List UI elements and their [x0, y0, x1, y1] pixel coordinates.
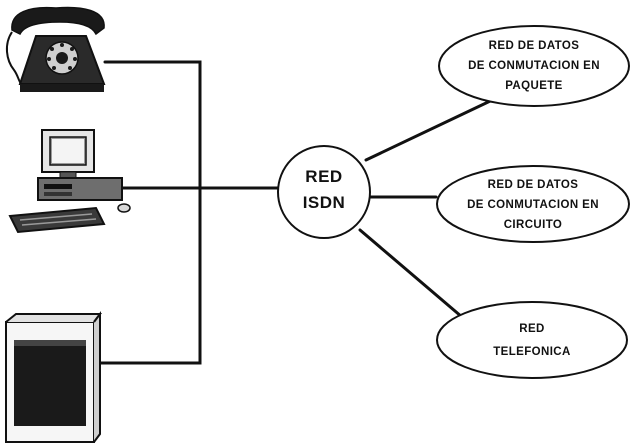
isdn-node-label-1: RED	[305, 167, 342, 186]
circuit-data-network-node: RED DE DATOS DE CONMUTACION EN CIRCUITO	[437, 166, 629, 242]
telephone-network-label-1: RED	[519, 323, 544, 335]
isdn-node-label-2: ISDN	[303, 193, 346, 212]
circuit-network-label-2: DE CONMUTACION EN	[467, 199, 599, 211]
circuit-network-label-1: RED DE DATOS	[488, 179, 579, 191]
telephone-network-node: RED TELEFONICA	[437, 302, 627, 378]
packet-network-label-2: DE CONMUTACION EN	[468, 60, 600, 72]
telephone-network-label-2: TELEFONICA	[493, 346, 570, 358]
isdn-node: RED ISDN	[278, 146, 370, 238]
telephone-network-link	[360, 230, 462, 317]
telephone-icon	[7, 8, 104, 92]
computer-icon	[10, 130, 130, 232]
telephone-network-ellipse	[437, 302, 627, 378]
packet-network-label-3: PAQUETE	[505, 80, 563, 92]
packet-data-network-node: RED DE DATOS DE CONMUTACION EN PAQUETE	[439, 26, 629, 106]
telephone-link	[95, 62, 200, 363]
packet-network-link	[366, 94, 505, 160]
packet-network-label-1: RED DE DATOS	[489, 40, 580, 52]
circuit-network-label-3: CIRCUITO	[504, 219, 563, 231]
isdn-node-circle	[278, 146, 370, 238]
server-cabinet-icon	[6, 314, 100, 442]
